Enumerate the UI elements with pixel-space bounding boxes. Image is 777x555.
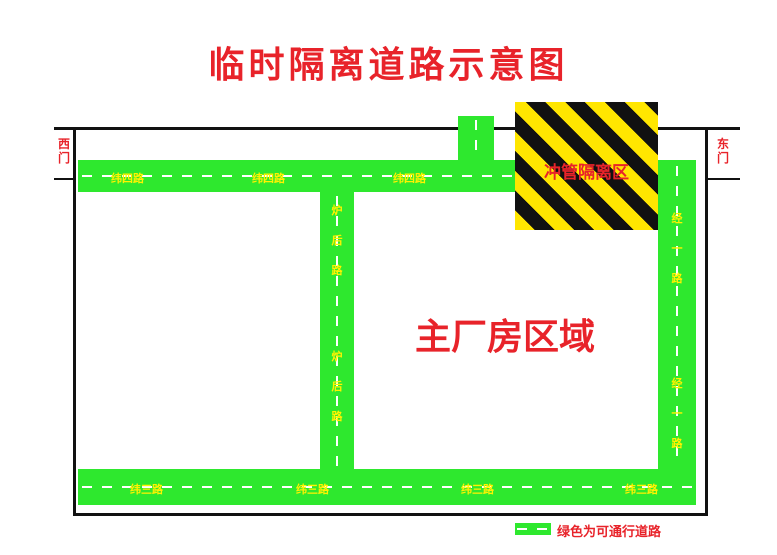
boundary-wall-bottom [73, 513, 708, 516]
main-plant-area-label: 主厂房区域 [414, 317, 595, 358]
road-label-jingyi-1: 经 一 路 [671, 212, 683, 285]
boundary-wall-right [705, 127, 708, 515]
legend-label: 绿色为可通行道路 [557, 525, 662, 540]
boundary-wall-top-right [658, 127, 740, 130]
east-gate-wall [705, 178, 740, 180]
centerline-weisi [82, 175, 512, 177]
west-gate-wall [54, 178, 76, 180]
road-label-luhou-1: 炉 后 路 [331, 204, 343, 277]
legend-swatch [515, 523, 551, 535]
road-label-weisi-3: 纬四路 [393, 172, 426, 185]
road-label-weisan-2: 纬三路 [296, 483, 329, 496]
road-label-weisi-2: 纬四路 [252, 172, 285, 185]
road-label-luhou-2: 炉 后 路 [331, 350, 343, 423]
west-gate-label: 西门 [57, 137, 70, 165]
centerline-spur [475, 120, 477, 160]
road-label-weisan-1: 纬三路 [130, 483, 163, 496]
flush-isolation-zone [515, 102, 658, 230]
centerline-weisan [82, 486, 692, 488]
road-label-jingyi-2: 经 一 路 [671, 377, 683, 450]
centerline-jingyi [676, 166, 678, 466]
boundary-wall-top [54, 127, 515, 130]
east-gate-label: 东门 [716, 137, 729, 165]
boundary-wall-left [73, 127, 76, 515]
road-label-weisi-1: 纬四路 [111, 172, 144, 185]
diagram-title: 临时隔离道路示意图 [208, 45, 569, 86]
flush-isolation-zone-label: 冲管隔离区 [544, 163, 629, 183]
road-label-weisan-4: 纬三路 [625, 483, 658, 496]
road-label-weisan-3: 纬三路 [461, 483, 494, 496]
centerline-luhou [336, 196, 338, 468]
